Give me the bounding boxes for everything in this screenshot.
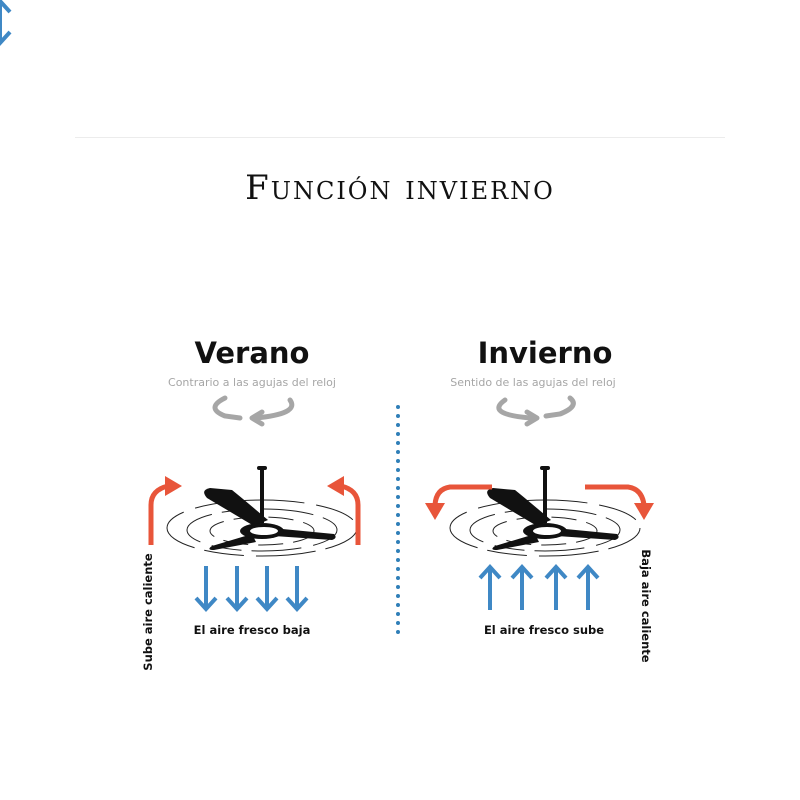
summer-warm-air-arrow-icon (148, 483, 361, 545)
winter-warm-air-arrow-icon (432, 484, 647, 506)
cool-air-up-arrows-icon (0, 0, 600, 612)
winter-air-caption: El aire fresco sube (483, 623, 605, 637)
cool-air-down-arrows-icon (0, 0, 309, 611)
winter-heading: Invierno (477, 336, 613, 370)
top-divider (75, 137, 725, 138)
summer-side-label: Sube aire caliente (141, 553, 155, 671)
winter-ceiling-fan-icon (449, 465, 641, 557)
summer-heading: Verano (194, 336, 310, 370)
summer-rotation-label: Contrario a las agujas del reloj (168, 376, 336, 389)
winter-side-label: Baja aire caliente (639, 549, 653, 663)
winter-rotation-label: Sentido de las agujas del reloj (450, 376, 616, 389)
summer-ceiling-fan-icon (166, 465, 358, 557)
clockwise-arrow-icon (496, 395, 576, 427)
summer-air-caption: El aire fresco baja (193, 623, 311, 637)
counterclockwise-arrow-icon (212, 395, 295, 427)
page-title: Función invierno (245, 168, 555, 208)
